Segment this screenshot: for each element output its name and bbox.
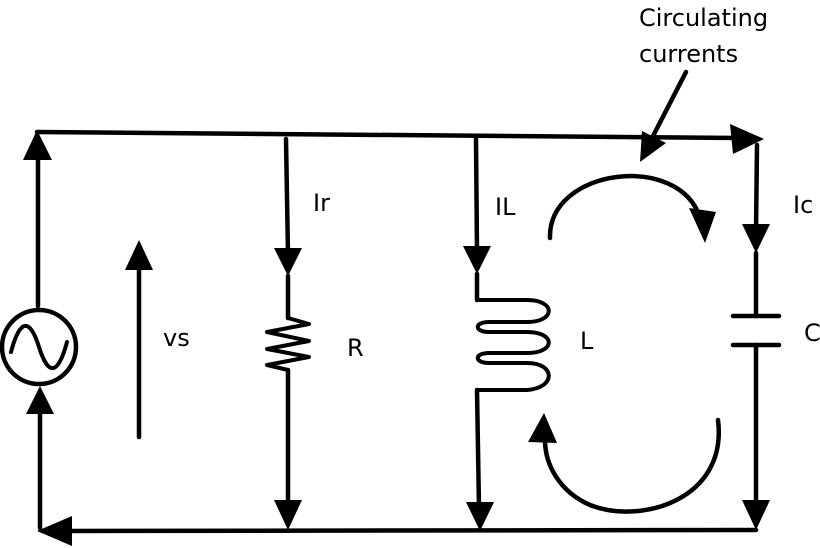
il-arrow-head [463,246,491,274]
capacitor-bottom-arrow-head [742,500,770,530]
annotation-title-line1: Circulating [639,4,768,32]
circulating-current-bottom-arc [528,413,722,514]
capacitor-label: C [804,319,820,347]
bottom-rail-wire [37,516,759,546]
circulating-top-arrow-head [689,208,716,243]
annotation-title-line2: currents [639,40,738,68]
annotation-pointer [640,69,689,162]
current-l-label: IL [495,193,516,221]
top-rail-arrow-head [730,124,764,154]
source-up-arrow-top [23,130,52,160]
capacitor-icon [730,313,782,348]
resistor-label: R [347,334,364,362]
current-c-label: Ic [793,191,813,219]
source-voltage-arrow [125,240,153,440]
resistor-bottom-arrow-head [274,500,302,530]
source-up-arrow-bottom [26,386,54,414]
capacitor-branch [730,142,782,530]
current-r-label: Ir [313,189,330,217]
inductor-label: L [580,327,594,355]
inductor-branch [463,136,551,531]
ic-arrow-head [742,224,770,253]
annotation-pointer-arrow-head [640,131,666,162]
source-voltage-label: vs [163,324,190,352]
top-rail-wire [34,124,764,154]
ir-arrow-head [274,248,302,276]
circulating-bottom-arrow-head [528,413,557,443]
circulating-current-top-arc [547,173,716,243]
source-branch [0,130,79,531]
inductor-coil-icon [475,298,551,392]
resistor-branch [265,136,311,530]
source-voltage-arrow-head [125,240,153,270]
resistor-icon [265,316,311,372]
inductor-bottom-arrow-head [466,502,494,531]
ac-source-icon [0,307,79,387]
bottom-rail-arrow-head [37,516,72,546]
